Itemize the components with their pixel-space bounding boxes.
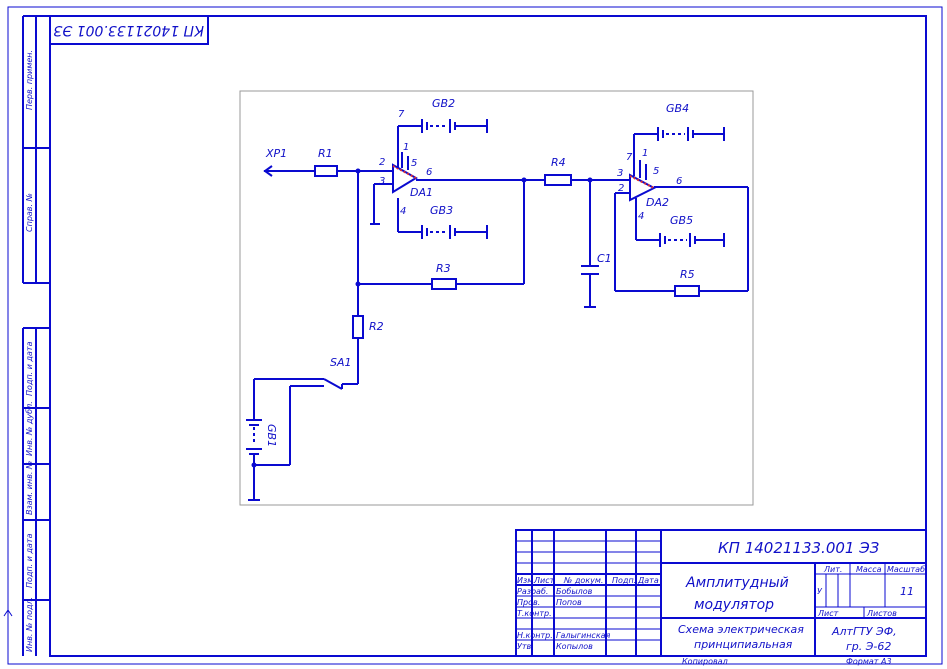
label-r2: R2 (369, 320, 384, 333)
svg-text:Лист: Лист (817, 609, 839, 618)
svg-text:Дата: Дата (637, 576, 659, 585)
doc-line-2: принципиальная (694, 638, 793, 651)
svg-text:Изм.: Изм. (517, 576, 536, 585)
svg-text:Попов: Попов (556, 598, 582, 607)
svg-text:Галыгинская: Галыгинская (556, 631, 611, 640)
title-line-1: Амплитудный (685, 575, 789, 591)
svg-text:1: 1 (642, 148, 648, 159)
resistor-r1 (314, 165, 338, 177)
label-perv-primen: Перв. примен. (25, 50, 34, 110)
svg-text:2: 2 (379, 157, 385, 168)
label-vzam-inv: Взам. инв. № (25, 461, 34, 515)
sheets-total: 11 (900, 585, 914, 598)
svg-text:7: 7 (398, 109, 405, 120)
svg-text:Масштаб: Масштаб (887, 565, 925, 574)
rotated-code-box: КП 14021133.001 ЭЗ (49, 15, 209, 45)
label-da1: DA1 (410, 186, 433, 199)
svg-text:6: 6 (426, 167, 432, 178)
svg-text:2: 2 (618, 183, 624, 194)
svg-text:5: 5 (411, 158, 417, 169)
svg-text:Подп.: Подп. (612, 576, 636, 585)
label-sa1: SA1 (330, 356, 352, 369)
label-inv-podl: Инв. № подл. (25, 597, 34, 652)
format-label: Формат А3 (846, 657, 892, 666)
label-gb4: GB4 (666, 102, 689, 115)
title-line-2: модулятор (694, 597, 774, 613)
svg-text:Разраб.: Разраб. (517, 587, 548, 596)
label-c1: C1 (597, 252, 612, 265)
label-podp-data-2: Подп. и дата (25, 533, 34, 588)
label-gb5: GB5 (670, 214, 693, 227)
schematic: XP1 R1 R3 DA1 2 3 6 1 5 7 4 (246, 97, 749, 501)
label-da2: DA2 (646, 196, 669, 209)
resistor-r4 (544, 174, 572, 186)
svg-text:1: 1 (403, 142, 409, 153)
svg-text:3: 3 (617, 168, 623, 179)
axis-marker (3, 609, 42, 665)
resistor-r5 (674, 285, 700, 297)
svg-text:№ докум.: № докум. (563, 576, 603, 585)
label-podp-data-1: Подп. и дата (25, 341, 34, 396)
designation: КП 14021133.001 ЭЗ (718, 539, 880, 557)
svg-text:Масса: Масса (856, 565, 882, 574)
svg-text:6: 6 (676, 176, 682, 187)
org-line-1: АлтГТУ ЭФ, (831, 625, 897, 638)
svg-text:Копылов: Копылов (556, 642, 593, 651)
label-r4: R4 (551, 156, 566, 169)
svg-text:Утв.: Утв. (517, 642, 534, 651)
svg-text:Н.контр.: Н.контр. (517, 631, 553, 640)
label-r5: R5 (680, 268, 695, 281)
label-xp1: XP1 (265, 147, 287, 160)
label-sprav-no: Справ. № (25, 193, 34, 232)
title-block: КП 14021133.001 ЭЗ Амплитудный модулятор… (515, 529, 927, 657)
svg-text:3: 3 (379, 176, 385, 187)
label-r1: R1 (318, 147, 333, 160)
svg-text:Лит.: Лит. (823, 565, 842, 574)
label-gb1: GB1 (265, 424, 278, 447)
inner-frame (49, 15, 927, 657)
outer-frame (7, 6, 943, 665)
svg-text:5: 5 (653, 166, 659, 177)
doc-line-1: Схема электрическая (678, 623, 804, 636)
svg-text:Лист: Лист (533, 576, 555, 585)
svg-text:4: 4 (638, 211, 644, 222)
lit-value: У (817, 587, 823, 596)
left-strip: Перв. примен. Справ. № Подп. и дата Инв.… (22, 15, 50, 656)
copied-label: Копировал (682, 657, 728, 666)
svg-text:Бобылов: Бобылов (556, 587, 593, 596)
rotated-code: КП 14021133.001 ЭЗ (53, 22, 204, 38)
org-line-2: гр. Э-62 (846, 640, 891, 653)
label-inv-dubl: Инв. № дубл. (25, 401, 34, 456)
label-r3: R3 (436, 262, 451, 275)
resistor-r2 (352, 315, 364, 339)
label-gb3: GB3 (430, 204, 453, 217)
svg-text:7: 7 (626, 152, 633, 163)
label-gb2: GB2 (432, 97, 455, 110)
svg-text:Т.контр.: Т.контр. (517, 609, 552, 618)
svg-text:4: 4 (400, 206, 406, 217)
svg-text:Пров.: Пров. (517, 598, 540, 607)
resistor-r3 (431, 278, 457, 290)
schematic-area (239, 90, 754, 506)
svg-text:Листов: Листов (866, 609, 897, 618)
